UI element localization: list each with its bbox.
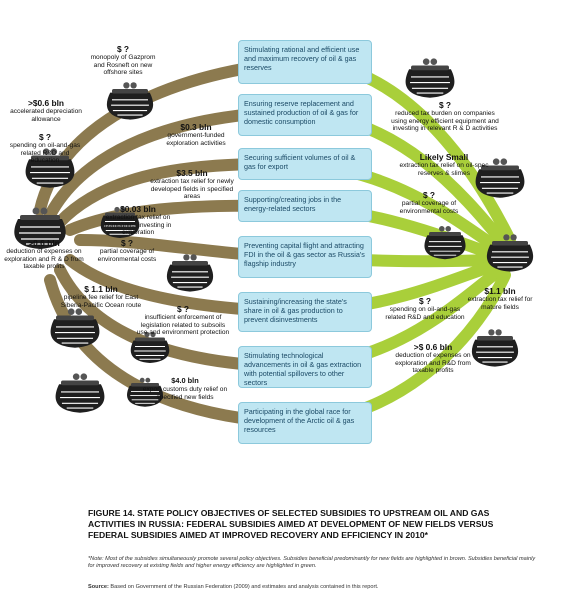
subsidy-amount: $ 1.1 bln — [84, 284, 118, 294]
source-label: Source: — [88, 584, 109, 590]
subsidy-amount: >$0.6 bln — [27, 98, 65, 108]
subsidy-amount: Likely Small — [419, 152, 469, 162]
subsidy-description: accelerated depreciation allowance — [10, 108, 82, 123]
green-subsidy-label: $ ? spending on oil-and-gas related R&D … — [380, 296, 470, 321]
purse-icon — [25, 148, 75, 188]
brown-subsidy-label: >$0.6 bln accelerated depreciation allow… — [4, 98, 88, 123]
objective-box: Ensuring reserve replacement and sustain… — [238, 94, 372, 136]
brown-subsidy-label: $ 1.1 bln pipeline fee relief for East S… — [60, 284, 142, 309]
objective-box: Supporting/creating jobs in the energy-r… — [238, 190, 372, 222]
objective-box: Sustaining/increasing the state's share … — [238, 292, 372, 332]
subsidy-amount: $ ? — [422, 190, 436, 200]
subsidy-description: insufficient enforcement of legislation … — [136, 314, 230, 337]
subsidy-amount: $ ? — [120, 238, 134, 248]
purse-icon — [130, 331, 170, 363]
green-subsidy-label: >$ 0.6 bln deduction of expenses on expl… — [386, 342, 480, 375]
subsidy-description: extraction tax relief on companies inves… — [104, 214, 172, 237]
subsidy-description: export customs duty relief on specified … — [142, 386, 228, 401]
objective-box: Stimulating technological advancements i… — [238, 346, 372, 388]
subsidy-amount: $ ? — [418, 296, 432, 306]
objective-box: Securing sufficient volumes of oil & gas… — [238, 148, 372, 180]
subsidy-description: extraction tax relief for newly develope… — [150, 178, 234, 201]
green-subsidy-label: Likely Small extraction tax relief on oi… — [392, 152, 496, 177]
subsidy-amount: $0.3 bln — [180, 122, 212, 132]
purse-icon — [486, 234, 534, 272]
subsidy-description: spending on oil-and-gas related R&D and … — [9, 142, 81, 165]
purse-icon — [475, 158, 525, 198]
purse-icon — [471, 329, 519, 367]
brown-subsidy-label: $3.5 bln extraction tax relief for newly… — [148, 168, 236, 201]
subsidy-amount: >0.6 bln — [28, 238, 60, 248]
subsidy-amount: $ ? — [38, 132, 52, 142]
subsidy-description: monopoly of Gazprom and Rosneft on new o… — [90, 54, 156, 77]
purse-icon — [50, 308, 100, 348]
purse-icon — [166, 254, 214, 292]
purse-icon — [127, 377, 163, 407]
purse-icon — [405, 58, 455, 98]
subsidy-description: government-funded exploration activities — [166, 132, 226, 147]
subsidy-description: extraction tax relief on oil-spec reserv… — [399, 162, 489, 177]
brown-subsidy-label: $ ? insufficient enforcement of legislat… — [136, 304, 230, 337]
brown-subsidy-label: $0.3 bln government-funded exploration a… — [160, 122, 232, 147]
brown-subsidy-label: >0.6 bln deduction of expenses on explor… — [4, 238, 84, 271]
objective-box: Stimulating rational and efficient use a… — [238, 40, 372, 84]
subsidy-description: deduction of expenses on exploration and… — [395, 352, 471, 375]
subsidy-diagram: Stimulating rational and efficient use a… — [4, 40, 542, 444]
subsidy-amount: $0.03 bln — [120, 204, 156, 214]
purse-icon — [424, 226, 466, 260]
purse-icon — [14, 207, 66, 249]
subsidy-amount: >$ 0.6 bln — [413, 342, 453, 352]
subsidy-description: partial coverage of environmental costs — [97, 248, 157, 263]
subsidy-description: reduced tax burden on companies using en… — [391, 110, 499, 133]
subsidy-description: deduction of expenses on exploration and… — [4, 248, 84, 271]
subsidy-description: spending on oil-and-gas related R&D and … — [385, 306, 465, 321]
brown-subsidy-label: $0.03 bln extraction tax relief on compa… — [100, 204, 176, 237]
subsidy-description: extraction tax relief for mature fields — [467, 296, 533, 311]
objective-box: Preventing capital flight and attracting… — [238, 236, 372, 278]
brown-subsidy-label: $ ? spending on oil-and-gas related R&D … — [6, 132, 84, 165]
figure-source: Source: Based on Government of the Russi… — [88, 584, 536, 591]
subsidy-description: partial coverage of environmental costs — [399, 200, 459, 215]
purse-icon — [100, 206, 140, 238]
brown-subsidy-label: $ ? partial coverage of environmental co… — [94, 238, 160, 263]
figure-caption: FIGURE 14. STATE POLICY OBJECTIVES OF SE… — [88, 508, 494, 540]
green-subsidy-label: $ ? reduced tax burden on companies usin… — [390, 100, 500, 133]
subsidy-amount: $4.0 bln — [171, 376, 199, 385]
objective-box: Participating in the global race for dev… — [238, 402, 372, 444]
purse-icon — [106, 82, 154, 120]
subsidy-amount: $ ? — [438, 100, 452, 110]
brown-subsidy-label: $4.0 bln export customs duty relief on s… — [140, 376, 230, 401]
purse-icon — [55, 373, 105, 413]
subsidy-description: pipeline fee relief for East Siberia-Pac… — [60, 294, 142, 309]
brown-subsidy-label: $ ? monopoly of Gazprom and Rosneft on n… — [86, 44, 160, 77]
source-text: Based on Government of the Russian Feder… — [110, 584, 379, 590]
figure-note: *Note: Most of the subsidies simultaneou… — [88, 556, 536, 570]
subsidy-amount: $ ? — [116, 44, 130, 54]
subsidy-amount: $1.1 bln — [484, 286, 516, 296]
subsidy-amount: $ ? — [176, 304, 190, 314]
green-subsidy-label: $ ? partial coverage of environmental co… — [392, 190, 466, 215]
green-subsidy-label: $1.1 bln extraction tax relief for matur… — [458, 286, 542, 311]
subsidy-amount: $3.5 bln — [176, 168, 208, 178]
